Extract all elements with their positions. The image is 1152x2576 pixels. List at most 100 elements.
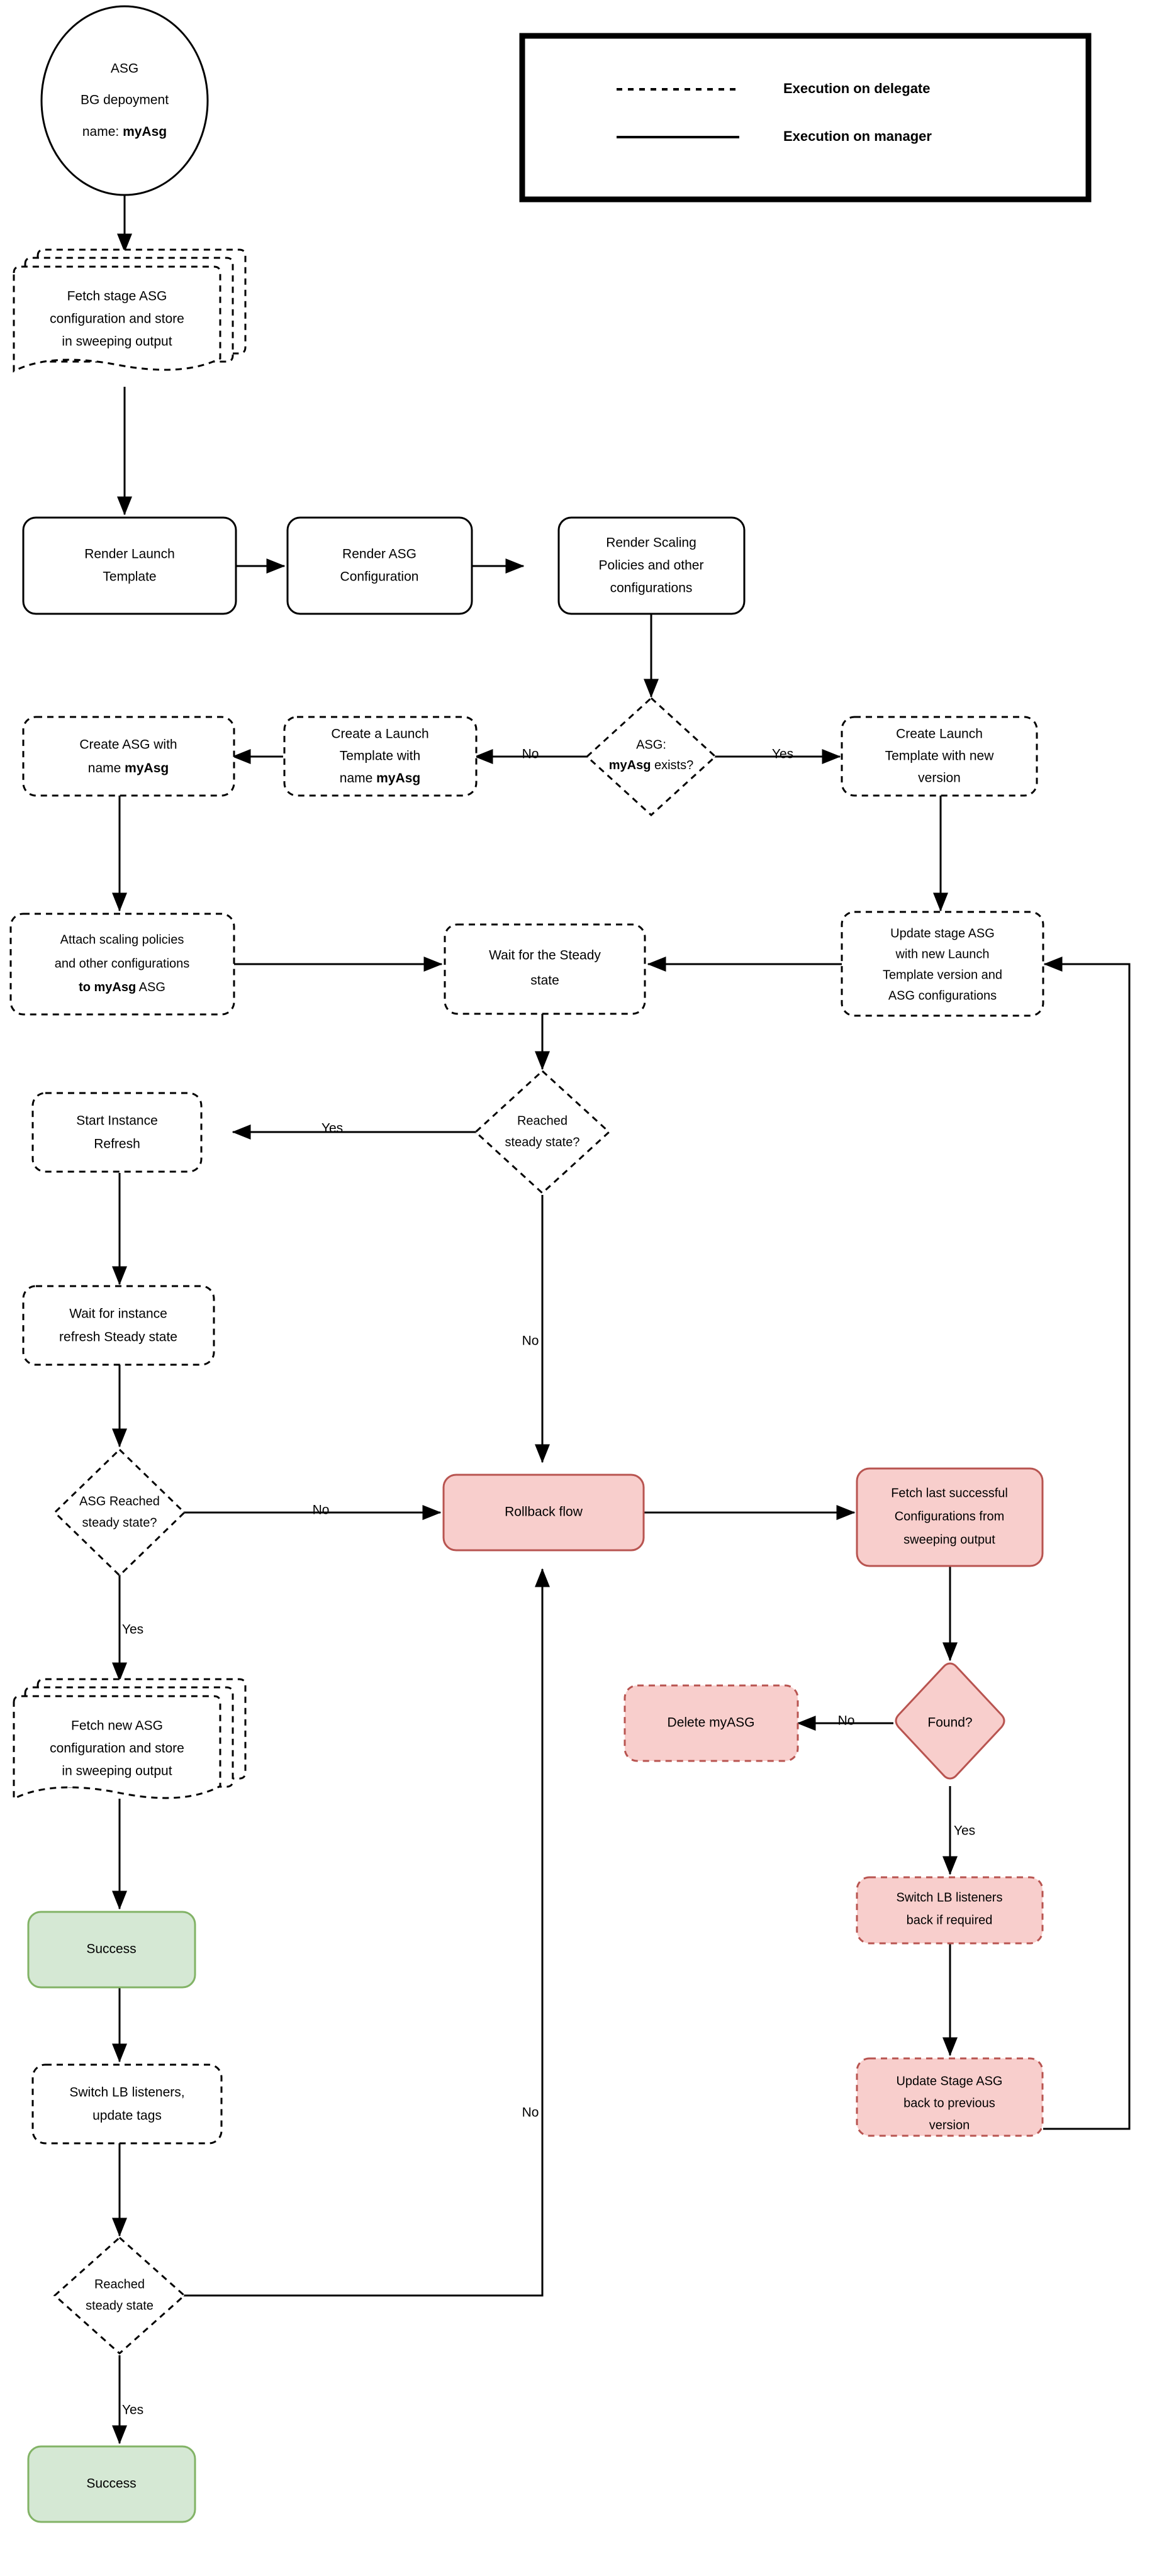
node-switch-lb-back[interactable]: Switch LB listeners back if required [856,1876,1044,1945]
edge-label-yes-3: Yes [122,1623,143,1637]
delete-myasg-label: Delete myASG [668,1716,755,1730]
edge-label-yes-5: Yes [122,2403,143,2418]
node-update-stage-asg[interactable]: Update stage ASG with new Launch Templat… [841,911,1044,1017]
attach-scaling-line2: and other configurations [55,957,190,970]
create-asg-line1: Create ASG with [79,738,177,752]
render-scaling-line2: Policies and other [599,558,704,573]
render-launch-template-line2: Template [103,570,156,584]
node-reached-steady-state-decision[interactable]: Reached steady state? [474,1069,611,1195]
fetch-new-line3: in sweeping output [62,1764,172,1779]
reached-steady-bottom-diamond [53,2236,186,2355]
rollback-flow-box [442,1474,645,1552]
create-asg-line2: name myAsg [88,761,169,775]
create-lt-named-line3: name myAsg [340,771,420,786]
node-render-asg-configuration[interactable]: Render ASG Configuration [286,516,473,615]
wait-instance-refresh-box [22,1285,215,1366]
node-asg-reached-steady-state-decision[interactable]: ASG Reached steady state? [53,1448,186,1577]
render-asg-config-box [286,516,473,615]
create-lt-named-box [283,716,478,797]
render-asg-config-line1: Render ASG [342,547,417,562]
switch-lb-update-tags-line2: update tags [92,2109,162,2123]
create-lt-new-line3: version [918,771,961,786]
start-instance-refresh-line2: Refresh [94,1137,140,1152]
legend-box [519,33,1092,203]
edge-label-yes-4: Yes [954,1824,975,1838]
node-render-scaling-policies[interactable]: Render Scaling Policies and other config… [557,516,746,615]
update-stage-asg-back-line3: version [929,2118,970,2132]
node-reached-steady-state-bottom-decision[interactable]: Reached steady state [53,2236,186,2355]
node-fetch-stage-asg[interactable]: Fetch stage ASG configuration and store … [13,248,247,373]
render-launch-template-line1: Render Launch [84,547,175,562]
fetch-stage-doc-front [13,265,221,373]
wait-instance-refresh-line1: Wait for instance [69,1307,167,1321]
success-top-box [27,1911,196,1989]
edge-label-yes-1: Yes [772,747,793,762]
attach-scaling-line1: Attach scaling policies [60,933,184,947]
success-bottom-label: Success [86,2477,136,2491]
fetch-stage-line2: configuration and store [50,312,184,326]
legend-manager-label: Execution on manager [783,128,932,144]
edge-layer [112,195,1131,2445]
edge-label-no-1: No [522,747,539,762]
render-launch-template-box [22,516,237,615]
asg-reached-steady-line1: ASG Reached [79,1494,160,1508]
node-success-bottom[interactable]: Success [27,2445,196,2523]
node-delete-myasg[interactable]: Delete myASG [624,1684,799,1762]
switch-lb-back-box [856,1876,1044,1945]
node-asg-exists-decision[interactable]: ASG: myAsg exists? [585,696,717,817]
start-line1: ASG [111,62,138,76]
create-lt-new-line2: Template with new [885,749,995,763]
node-attach-scaling-policies[interactable]: Attach scaling policies and other config… [9,913,235,1016]
node-create-launch-template-new-version[interactable]: Create Launch Template with new version [841,716,1038,797]
update-stage-asg-back-line2: back to previous [903,2096,995,2110]
wait-steady-line1: Wait for the Steady [489,948,601,963]
node-wait-instance-refresh[interactable]: Wait for instance refresh Steady state [22,1285,215,1366]
edge-label-yes-2: Yes [322,1121,343,1136]
node-rollback-flow[interactable]: Rollback flow [442,1474,645,1552]
render-asg-config-line2: Configuration [340,570,419,584]
reached-steady-bottom-line1: Reached [94,2277,145,2291]
update-stage-asg-line2: with new Launch [895,947,990,961]
node-fetch-last-successful[interactable]: Fetch last successful Configurations fro… [856,1467,1044,1567]
start-line2: BG depoyment [81,93,169,108]
attach-scaling-box [9,913,235,1016]
switch-lb-update-tags-line1: Switch LB listeners, [69,2085,184,2100]
reached-steady-bottom-line2: steady state [86,2299,154,2312]
node-start-instance-refresh[interactable]: Start Instance Refresh [31,1092,203,1173]
found-label: Found? [927,1716,972,1730]
node-wait-for-steady-state[interactable]: Wait for the Steady state [444,923,646,1015]
node-success-top[interactable]: Success [27,1911,196,1989]
asg-exists-line1: ASG: [636,738,666,752]
fetch-stage-line3: in sweeping output [62,335,172,349]
fetch-last-successful-line2: Configurations from [895,1509,1005,1523]
create-lt-new-box [841,716,1038,797]
node-found-decision[interactable]: Found? [895,1662,1005,1780]
update-stage-asg-box [841,911,1044,1017]
edge-label-no-3: No [313,1503,330,1518]
create-lt-named-line2: Template with [340,749,420,763]
edge-label-no-4: No [838,1714,855,1728]
node-start[interactable]: ASG BG depoyment name: myAsg [40,5,209,196]
node-create-launch-template-named[interactable]: Create a Launch Template with name myAsg [283,716,478,797]
edge-label-no-5: No [522,2106,539,2120]
start-instance-refresh-box [31,1092,203,1173]
fetch-last-successful-line3: sweeping output [903,1533,995,1546]
node-fetch-new-asg[interactable]: Fetch new ASG configuration and store in… [13,1678,247,1801]
edge-label-no-2: No [522,1334,539,1348]
fetch-new-doc-front [13,1695,221,1801]
node-switch-lb-update-tags[interactable]: Switch LB listeners, update tags [31,2063,223,2145]
found-diamond [895,1662,1005,1780]
render-scaling-box [557,516,746,615]
start-line3: name: myAsg [82,125,167,139]
node-render-launch-template[interactable]: Render Launch Template [22,516,237,615]
reached-steady-line1: Reached [517,1114,568,1128]
update-stage-asg-line1: Update stage ASG [890,926,995,940]
edge-update-back-loop-to-update-stage [1043,957,1131,2130]
node-create-asg[interactable]: Create ASG with name myAsg [22,716,235,797]
node-update-stage-asg-back[interactable]: Update Stage ASG back to previous versio… [856,2057,1044,2137]
fetch-last-successful-line1: Fetch last successful [891,1486,1008,1500]
create-lt-named-line1: Create a Launch [331,727,428,741]
update-stage-asg-line3: Template version and [883,968,1002,982]
start-ellipse [40,5,209,196]
